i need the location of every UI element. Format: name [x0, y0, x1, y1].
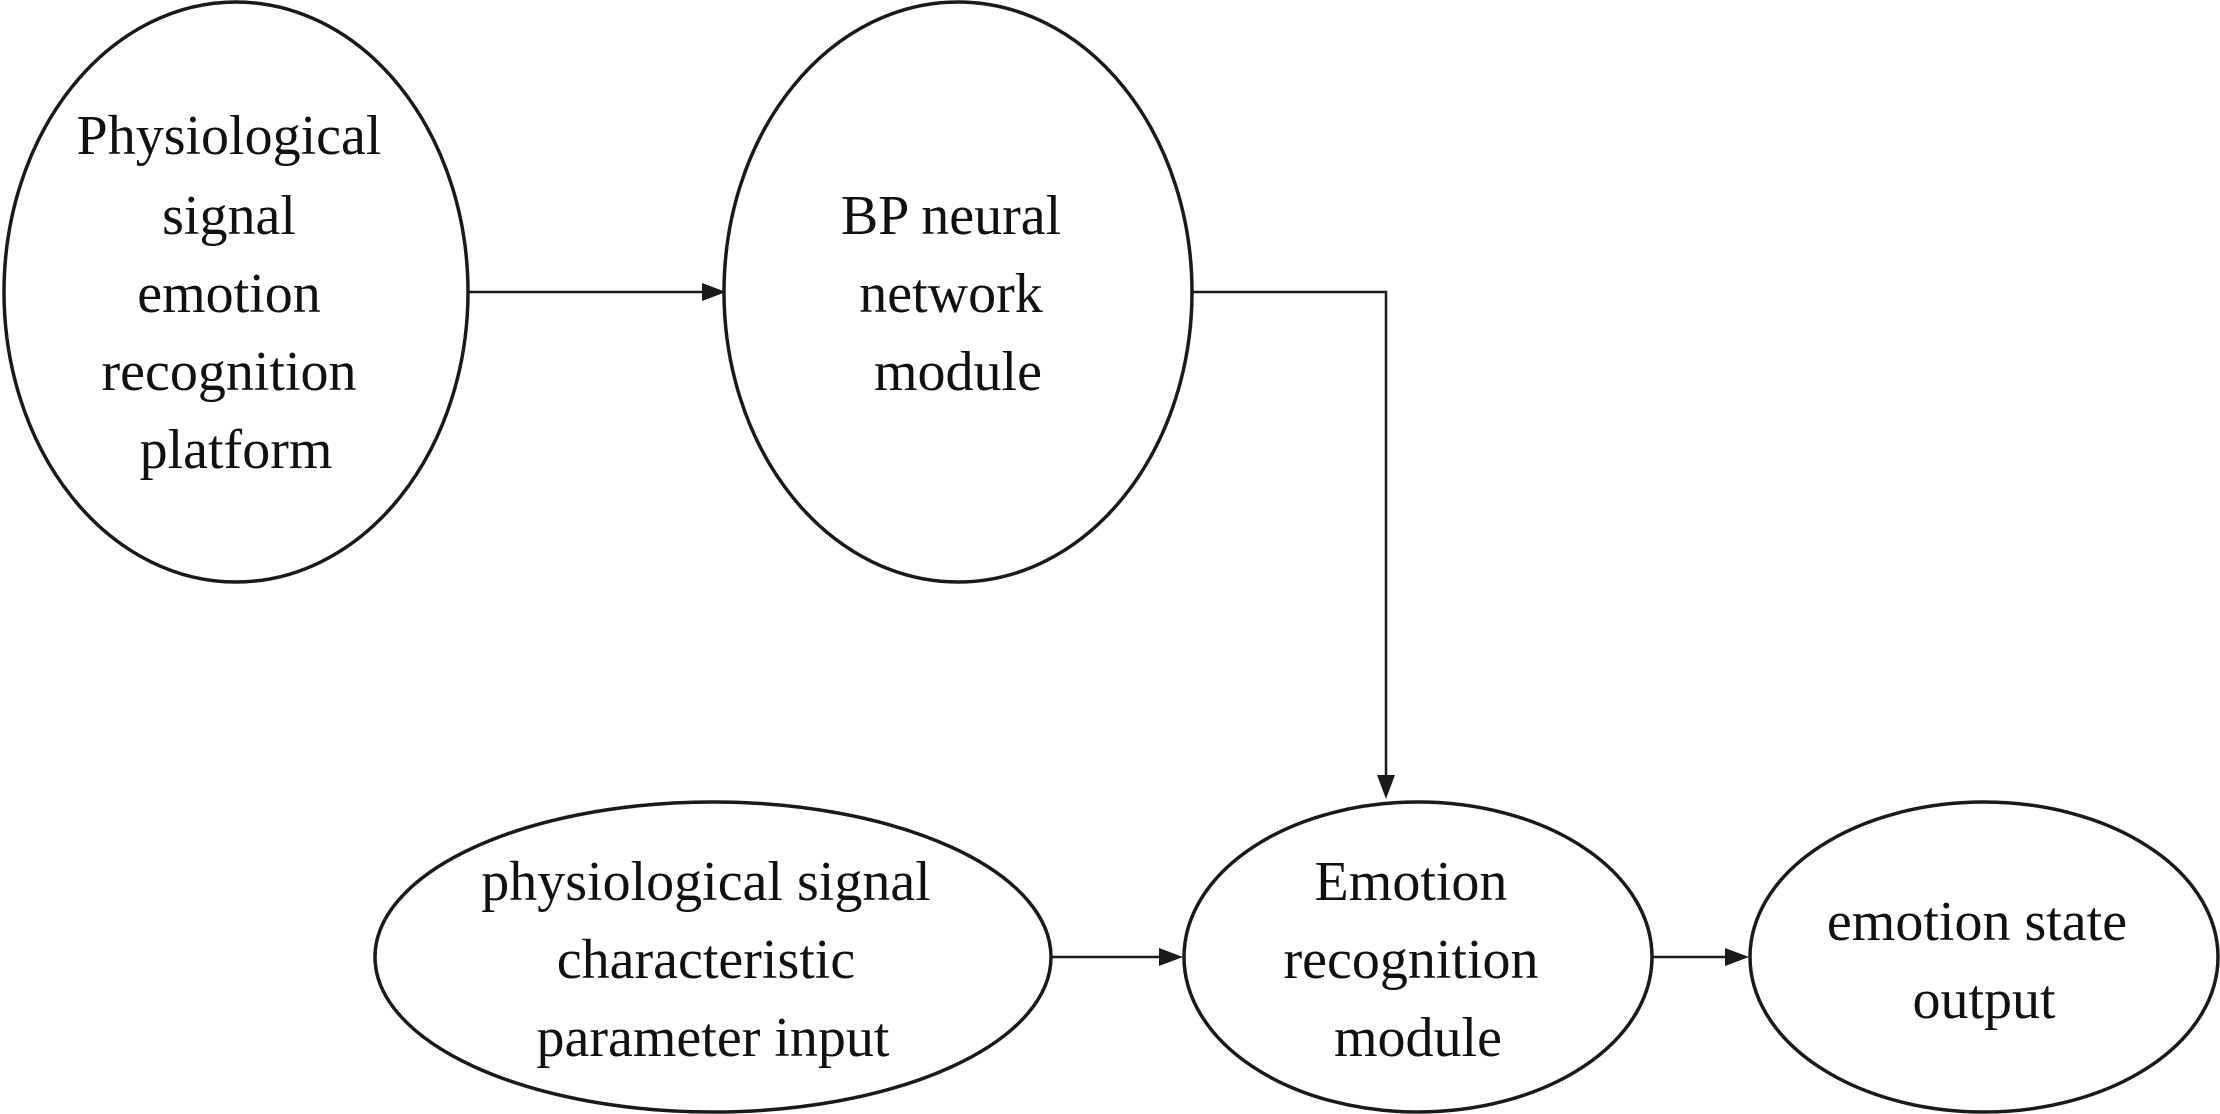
- arrowhead-icon: [702, 283, 726, 301]
- node-bp-line-1: BP neural: [841, 185, 1061, 247]
- svg-text:Physiological signal: Physiological signal emotion recognition…: [77, 105, 396, 481]
- arrowhead-icon: [1377, 775, 1395, 799]
- node-platform-line-2: signal: [162, 185, 296, 247]
- edges: [467, 283, 1749, 966]
- node-recognition-module: Emotion recognition module: [1182, 800, 1654, 1114]
- svg-text:Emotion recognition: Emotion recognition module: [1283, 851, 1552, 1069]
- node-recog-line-1: Emotion: [1315, 851, 1508, 913]
- svg-text:BP neural network: BP neural network module: [841, 185, 1075, 403]
- edge-bp-to-recognition: [1193, 290, 1395, 799]
- node-recog-line-2: recognition: [1283, 929, 1538, 991]
- node-platform-line-1: Physiological: [77, 105, 382, 167]
- node-bp-line-2: network: [859, 263, 1043, 325]
- arrowhead-icon: [1725, 948, 1749, 966]
- node-state-output: emotion state output: [1748, 800, 2220, 1114]
- node-bp-line-3: module: [874, 341, 1042, 403]
- node-parameter-input: physiological signal characteristic para…: [373, 800, 1053, 1114]
- edge-recognition-to-output: [1651, 948, 1749, 966]
- node-platform: Physiological signal emotion recognition…: [2, 0, 470, 584]
- edge-input-to-recognition: [1052, 948, 1183, 966]
- node-output-line-2: output: [1912, 969, 2056, 1031]
- node-bp-module: BP neural network module: [722, 0, 1194, 584]
- node-recog-line-3: module: [1334, 1007, 1502, 1069]
- svg-text:emotion state output: emotion state output: [1827, 891, 2141, 1031]
- node-platform-line-4: recognition: [101, 341, 356, 403]
- arrowhead-icon: [1159, 948, 1183, 966]
- node-input-line-2: characteristic: [557, 929, 855, 991]
- svg-text:physiological signal cha: physiological signal characteristic para…: [481, 851, 945, 1069]
- node-platform-line-5: platform: [140, 419, 333, 481]
- node-input-line-1: physiological signal: [481, 851, 931, 913]
- edge-platform-to-bp: [467, 283, 726, 301]
- node-input-line-3: parameter input: [537, 1007, 890, 1069]
- node-platform-line-3: emotion: [137, 263, 321, 325]
- node-output-line-1: emotion state: [1827, 891, 2127, 953]
